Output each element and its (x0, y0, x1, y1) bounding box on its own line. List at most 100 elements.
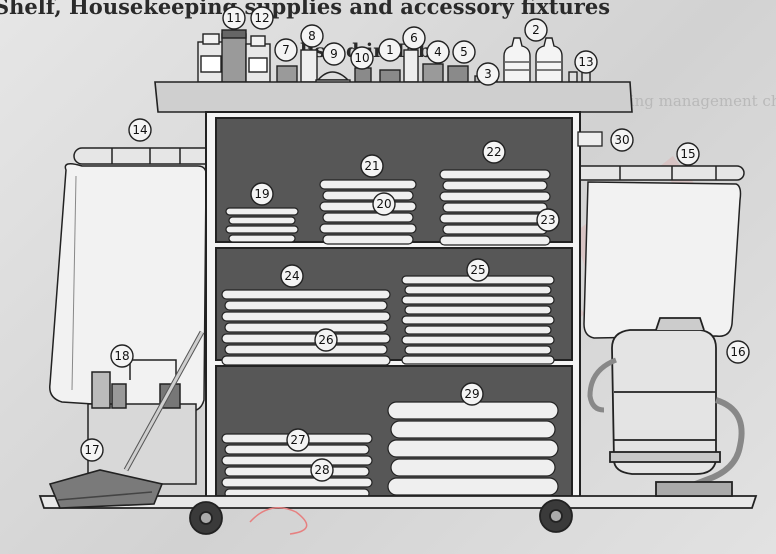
linen-stack-4-item (222, 312, 390, 321)
linen-stack-7-item (391, 421, 555, 438)
linen-stack-7-item (388, 478, 558, 495)
linen-stack-1-item (229, 217, 295, 224)
linen-stack-2-item (323, 213, 413, 222)
linen-stack-5-item (405, 346, 551, 354)
linen-stack-4-item (222, 334, 390, 343)
linen-stack-6-item (222, 456, 372, 465)
callout-label: 10 (354, 51, 369, 65)
linen-stack-5-item (402, 336, 554, 344)
callout-16: 16 (727, 341, 749, 363)
linen-stack-3-item (440, 170, 550, 179)
linen-stack-4-item (222, 356, 390, 365)
callout-label: 29 (464, 387, 479, 401)
callout-label: 24 (284, 269, 299, 283)
callout-25: 25 (467, 259, 489, 281)
vacuum-cleaner (590, 318, 742, 496)
callout-label: 28 (314, 463, 329, 477)
callout-label: 17 (84, 443, 99, 457)
callout-28: 28 (311, 459, 333, 481)
callout-20: 20 (373, 193, 395, 215)
top-tray (155, 82, 632, 112)
callout-label: 25 (470, 263, 485, 277)
callout-label: 9 (330, 47, 338, 61)
linen-stack-5-item (402, 356, 554, 364)
callout-label: 11 (226, 11, 241, 25)
linen-stack-2-item (320, 224, 416, 233)
linen-stack-2-item (323, 191, 413, 200)
callout-26: 26 (315, 329, 337, 351)
callout-4: 4 (427, 41, 449, 63)
callout-24: 24 (281, 265, 303, 287)
callout-label: 19 (254, 187, 269, 201)
callout-label: 4 (434, 45, 442, 59)
callout-label: 16 (730, 345, 745, 359)
callout-14: 14 (129, 119, 151, 141)
callout-label: 18 (114, 349, 129, 363)
linen-stack-5-item (405, 286, 551, 294)
linen-stack-3-item (443, 203, 547, 212)
linen-stack-4-item (222, 290, 390, 299)
callout-label: 12 (254, 11, 269, 25)
linen-stack-5-item (402, 296, 554, 304)
callout-10: 10 (351, 47, 373, 69)
callout-2: 2 (525, 19, 547, 41)
callout-6: 6 (403, 27, 425, 49)
linen-stack-1-item (229, 235, 295, 242)
callout-label: 14 (132, 123, 147, 137)
callout-1: 1 (379, 39, 401, 61)
callout-19: 19 (251, 183, 273, 205)
callout-label: 2 (532, 23, 540, 37)
tray-item-30 (578, 132, 602, 146)
callout-23: 23 (537, 209, 559, 231)
callout-22: 22 (483, 141, 505, 163)
callout-label: 27 (290, 433, 305, 447)
callout-label: 26 (318, 333, 333, 347)
callout-12: 12 (251, 7, 273, 29)
callout-11: 11 (223, 7, 245, 29)
linen-stack-3-item (443, 225, 547, 234)
callout-5: 5 (453, 41, 475, 63)
linen-stack-1-item (226, 226, 298, 233)
callout-30: 30 (611, 129, 633, 151)
callout-13: 13 (575, 51, 597, 73)
callout-label: 23 (540, 213, 555, 227)
callout-9: 9 (323, 43, 345, 65)
linen-stack-5-item (405, 326, 551, 334)
callout-label: 20 (376, 197, 391, 211)
callout-label: 22 (486, 145, 501, 159)
linen-stack-3-item (440, 214, 550, 223)
callout-label: 8 (308, 29, 316, 43)
linen-stack-4-item (225, 345, 387, 354)
linen-stack-7-item (391, 459, 555, 476)
linen-stack-3-item (440, 236, 550, 245)
linen-stack-3-item (443, 181, 547, 190)
callout-17: 17 (81, 439, 103, 461)
linen-stack-2-item (323, 235, 413, 244)
linen-stack-6-item (222, 478, 372, 487)
callout-label: 21 (364, 159, 379, 173)
callout-label: 30 (614, 133, 629, 147)
linen-stack-2-item (320, 180, 416, 189)
callout-21: 21 (361, 155, 383, 177)
linen-stack-1-item (226, 208, 298, 215)
callout-label: 15 (680, 147, 695, 161)
linen-stack-7-item (388, 440, 558, 457)
callout-label: 13 (578, 55, 593, 69)
linen-stack-5-item (405, 306, 551, 314)
callout-18: 18 (111, 345, 133, 367)
linen-stack-3-item (440, 192, 550, 201)
callout-8: 8 (301, 25, 323, 47)
right-side-rail-and-bag (574, 166, 744, 338)
callout-label: 1 (386, 43, 394, 57)
callout-29: 29 (461, 383, 483, 405)
callout-27: 27 (287, 429, 309, 451)
callout-7: 7 (275, 39, 297, 61)
callout-label: 7 (282, 43, 290, 57)
linen-stack-5-item (402, 316, 554, 324)
callout-label: 6 (410, 31, 418, 45)
linen-stack-6-item (225, 467, 369, 476)
callout-15: 15 (677, 143, 699, 165)
callout-label: 5 (460, 45, 468, 59)
